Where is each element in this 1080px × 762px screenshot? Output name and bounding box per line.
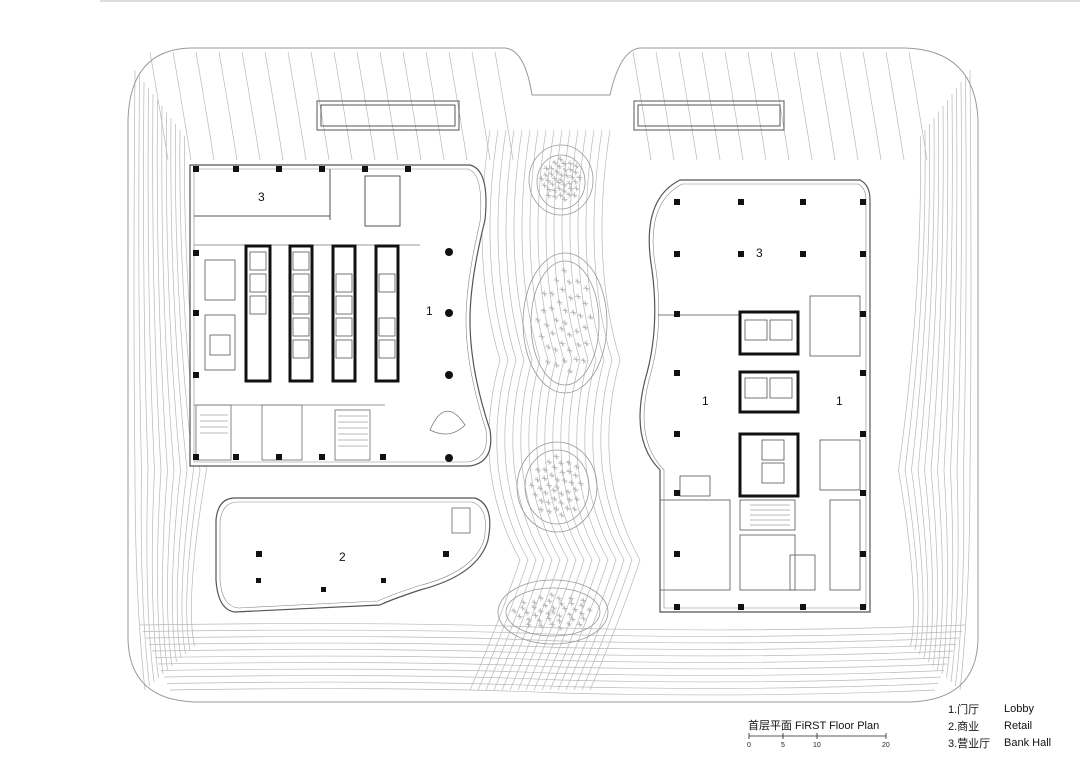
legend-item-num: 2.商业	[948, 720, 980, 733]
legend-item-label: Lobby	[1004, 702, 1034, 715]
room-label-lobby-right-a: 1	[702, 394, 709, 408]
legend-item: 2.商业 Retail	[948, 717, 1051, 734]
scale-tick-10: 10	[813, 742, 821, 749]
top-planters	[316, 100, 785, 131]
drawing-caption: 首层平面 FiRST Floor Plan	[748, 720, 880, 732]
legend-item-label: Retail	[1004, 719, 1033, 732]
legend-item-num: 3.营业厅	[948, 737, 991, 750]
site-boundary	[127, 47, 979, 703]
room-label-bank-hall-right: 3	[756, 246, 763, 260]
room-label-bank-hall-left: 3	[258, 190, 265, 204]
scale-tick-5: 5	[781, 742, 785, 749]
room-label-lobby-right-b: 1	[836, 394, 843, 408]
scale-bar: 0 5 10 20	[747, 733, 890, 749]
legend-item: 3.营业厅 Bank Hall	[948, 734, 1051, 751]
legend: 1.门厅 Lobby 2.商业 Retail 3.营业厅 Bank Hall	[948, 700, 1051, 751]
left-tower-building	[189, 164, 492, 467]
scale-tick-20: 20	[882, 742, 890, 749]
legend-item: 1.门厅 Lobby	[948, 700, 1051, 717]
room-label-retail: 2	[339, 550, 346, 564]
room-label-lobby-left: 1	[426, 304, 433, 318]
legend-item-num: 1.门厅	[948, 703, 980, 716]
retail-building	[215, 497, 491, 613]
legend-item-label: Bank Hall	[1004, 736, 1052, 749]
tree-hatching	[511, 156, 594, 631]
right-building	[639, 179, 871, 613]
tree-islands	[497, 144, 609, 645]
scale-tick-0: 0	[747, 742, 751, 749]
